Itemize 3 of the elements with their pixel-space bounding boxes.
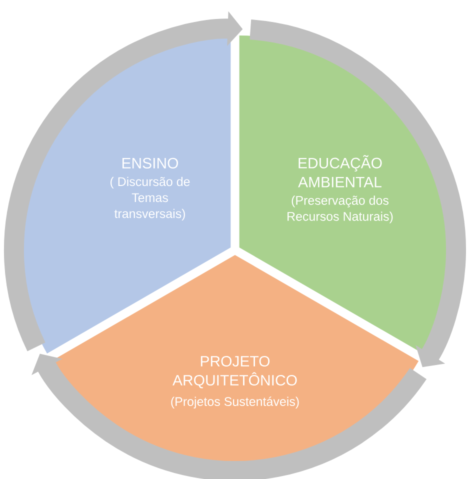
pie-segment: PROJETO ARQUITETÔNICO (Projetos Sustentáveis)	[51, 255, 419, 468]
pie-segment: ENSINO ( Discursão de Temas transversais)	[18, 36, 231, 354]
pie-segment: EDUCAÇÃO AMBIENTAL (Preservação dos Recursos Naturais)	[239, 36, 452, 354]
